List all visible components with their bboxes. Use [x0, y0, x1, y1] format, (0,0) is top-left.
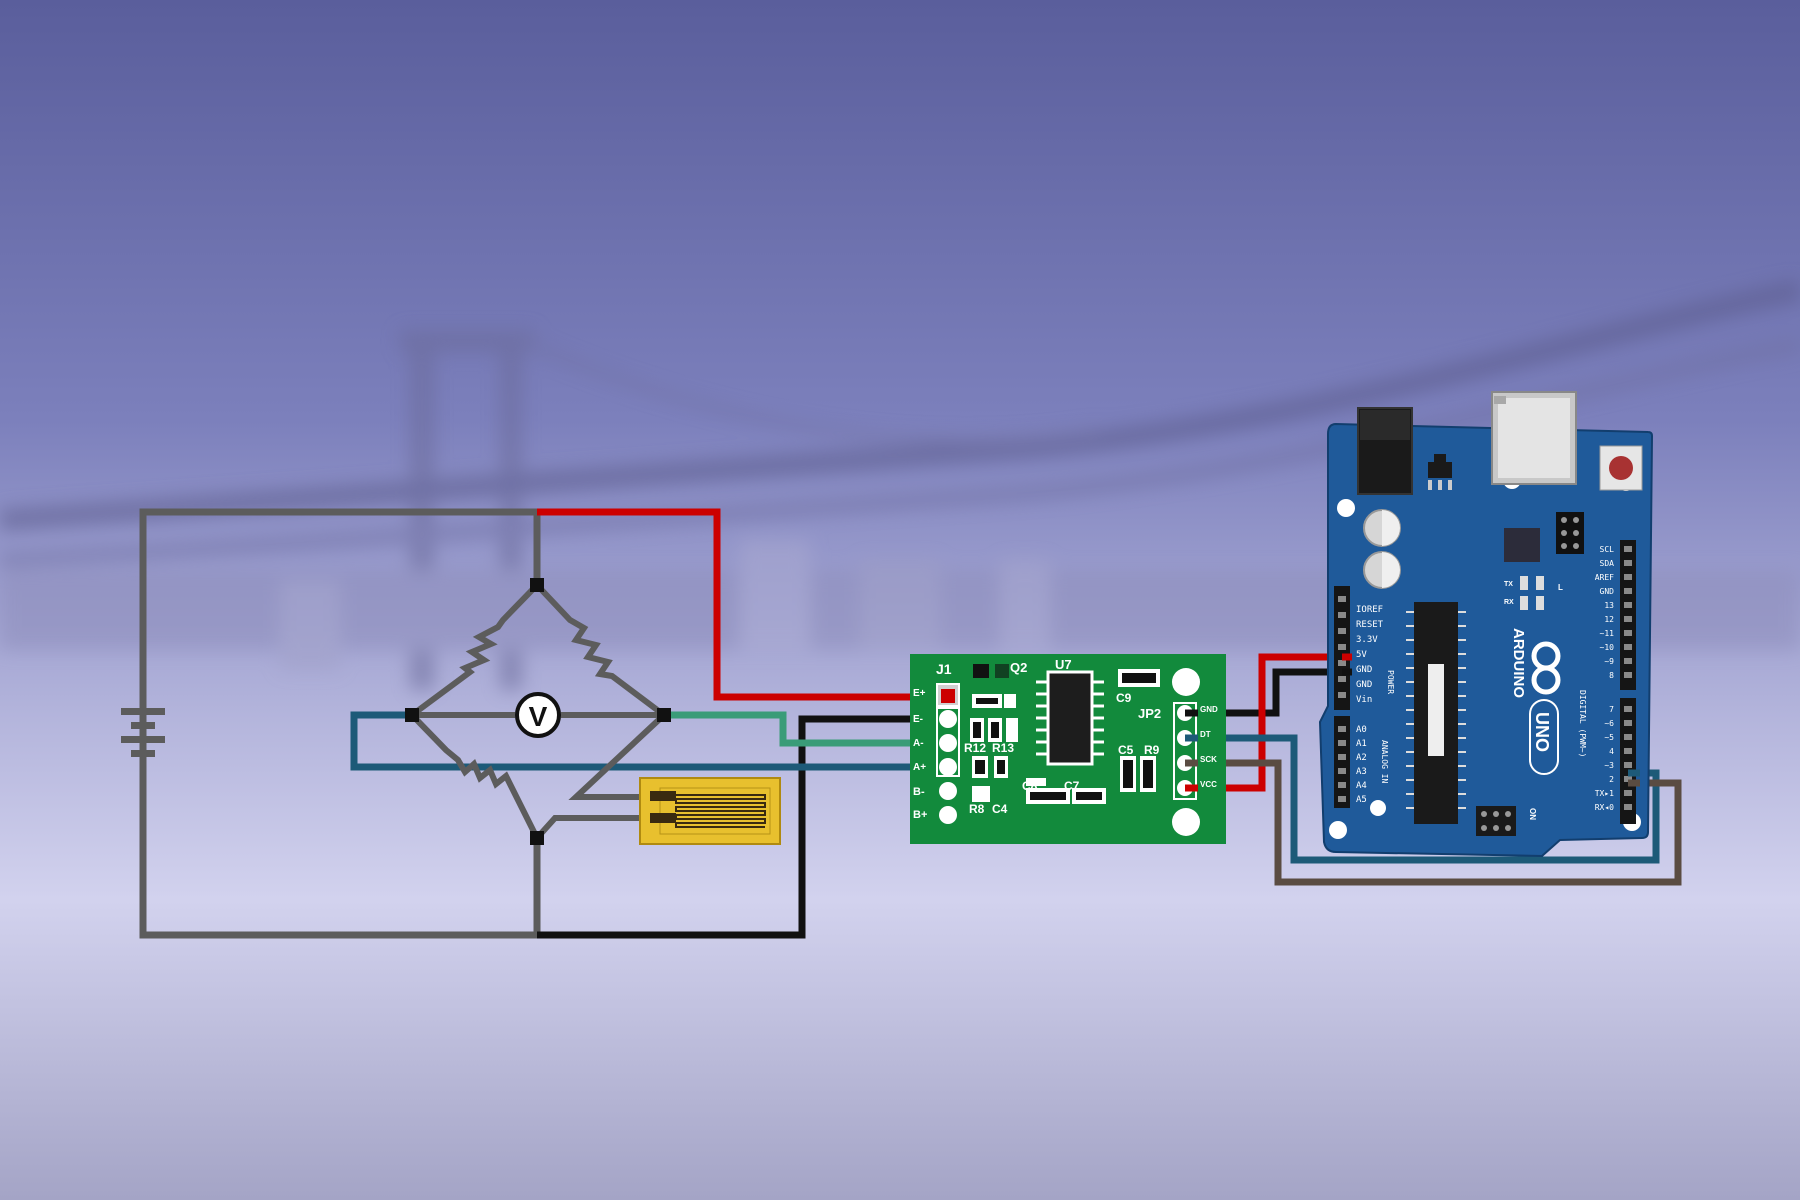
pin-label-tx1: TX▸1 — [1595, 789, 1614, 798]
hx711-c5-label: C5 — [1118, 743, 1134, 757]
analog-pin-labels: A0 A1 A2 A3 A4 A5 — [1356, 725, 1367, 805]
green-signal-wire — [664, 711, 948, 747]
led-l-label: L — [1558, 583, 1563, 592]
bridge-node-right — [657, 708, 671, 722]
pin-label-5: ~5 — [1604, 733, 1614, 742]
hx711-c9-label: C9 — [1116, 691, 1132, 705]
hx711-r12-label: R12 — [964, 741, 986, 755]
hx711-left-header — [936, 683, 960, 824]
pin-label-a4: A4 — [1356, 781, 1367, 791]
pin-label-reset: RESET — [1356, 620, 1384, 630]
hx711-pin-label-e-minus: E- — [913, 714, 923, 725]
pin-label-ioref: IOREF — [1356, 605, 1383, 615]
digital-header-title: DIGITAL (PWM~) — [1578, 690, 1587, 757]
red-excitation-wire — [537, 508, 948, 701]
arduino-logo — [1531, 641, 1561, 695]
strain-gauge — [639, 777, 781, 845]
pin-label-11: ~11 — [1600, 629, 1615, 638]
hx711-r9-label: R9 — [1144, 743, 1160, 757]
pin-label-a0: A0 — [1356, 725, 1367, 735]
uno-badge — [1529, 699, 1559, 775]
black-excitation-wire — [537, 715, 948, 939]
resistor-r3 — [409, 712, 540, 840]
resistor-r2 — [534, 582, 666, 718]
hx711-pin-label-e-plus: E+ — [913, 688, 926, 699]
hx711-chip — [1046, 670, 1094, 766]
resistor-r1 — [410, 582, 540, 718]
pin-label-9: ~9 — [1604, 657, 1614, 666]
pin-label-aref: AREF — [1595, 573, 1614, 582]
pin-label-3v3: 3.3V — [1356, 635, 1378, 645]
hx711-pin-label-a-plus: A+ — [913, 762, 926, 773]
pin-label-a1: A1 — [1356, 739, 1367, 749]
hx711-module: J1 E+ E- A- A+ B- B+ Q2 U7 — [910, 654, 1226, 844]
hx711-pin-label-sck: SCK — [1200, 755, 1217, 764]
led-tx-label: TX — [1504, 581, 1513, 588]
pin-label-13: 13 — [1604, 601, 1614, 610]
arduino-brand-label: ARDUINO — [1510, 628, 1527, 698]
pin-label-scl: SCL — [1600, 545, 1615, 554]
analog-header-title: ANALOG IN — [1380, 740, 1389, 784]
pin-label-a3: A3 — [1356, 767, 1367, 777]
pin-label-7: 7 — [1609, 705, 1614, 714]
battery-symbol — [121, 708, 165, 757]
hx711-jp2-label: JP2 — [1138, 706, 1161, 721]
strain-gauge-lead-a — [568, 712, 667, 800]
blue-signal-wire — [350, 711, 948, 771]
pin-label-4: 4 — [1609, 747, 1614, 756]
hx711-r8-label: R8 — [969, 802, 985, 816]
hx711-pin-label-gnd: GND — [1200, 705, 1218, 714]
on-led-label: ON — [1528, 808, 1537, 820]
pin-label-gnd-1: GND — [1356, 665, 1372, 675]
pin-label-12: 12 — [1604, 615, 1614, 624]
hx711-pin-label-dt: DT — [1200, 730, 1211, 739]
lower-right-pin-labels: 7 ~6 ~5 4 ~3 2 TX▸1 RX◂0 — [1595, 705, 1614, 812]
hx711-q2-label: Q2 — [1010, 660, 1027, 675]
hx711-pin-label-a-minus: A- — [913, 738, 924, 749]
sck-wire-to-arduino — [1198, 759, 1682, 886]
power-header-title: POWER — [1386, 670, 1395, 694]
gnd-wire-to-arduino — [1198, 668, 1352, 717]
uno-label: UNO — [1532, 712, 1552, 752]
hx711-c8-label: C8 — [1022, 779, 1038, 793]
pin-label-vin: Vin — [1356, 695, 1372, 705]
bridge-node-bottom — [530, 831, 544, 845]
hx711-pin-label-b-minus: B- — [913, 786, 925, 798]
hx711-c7-label: C7 — [1064, 779, 1080, 793]
led-rx-label: RX — [1504, 599, 1514, 606]
arduino-uno-board: L TX RX IOREF RESET 3.3V 5V GND GND Vin — [1318, 391, 1654, 858]
hx711-c4-label: C4 — [992, 802, 1008, 816]
bridge-node-left — [405, 708, 419, 722]
atmega-chip-pins — [1406, 611, 1466, 809]
pin-label-gnd-2: GND — [1356, 680, 1372, 690]
hx711-u7-label: U7 — [1055, 657, 1072, 672]
hx711-pin-label-b-plus: B+ — [913, 809, 927, 821]
hx711-pin-label-vcc: VCC — [1200, 780, 1217, 789]
pin-label-rx0: RX◂0 — [1595, 803, 1614, 812]
pin-label-10: ~10 — [1600, 643, 1615, 652]
hx711-r13-label: R13 — [992, 741, 1014, 755]
pin-label-3: ~3 — [1604, 761, 1614, 770]
dt-wire-to-arduino — [1198, 734, 1660, 864]
pin-label-a5: A5 — [1356, 795, 1367, 805]
bridge-node-top — [530, 578, 544, 592]
pin-label-gnd-3: GND — [1600, 587, 1615, 596]
pin-label-2: 2 — [1609, 775, 1614, 784]
pin-label-6: ~6 — [1604, 719, 1614, 728]
pin-label-sda: SDA — [1600, 559, 1615, 568]
pin-label-8: 8 — [1609, 671, 1614, 680]
power-pin-labels: IOREF RESET 3.3V 5V GND GND Vin — [1356, 605, 1384, 705]
pin-label-5v: 5V — [1356, 650, 1367, 660]
wheatstone-bridge — [409, 582, 667, 841]
hx711-j1-label: J1 — [936, 661, 952, 677]
voltmeter-label: V — [529, 701, 548, 732]
pin-label-a2: A2 — [1356, 753, 1367, 763]
top-right-pin-labels: SCL SDA AREF GND 13 12 ~11 ~10 ~9 8 — [1595, 545, 1614, 680]
voltmeter-symbol — [515, 692, 561, 738]
vcc-wire-to-arduino — [1198, 653, 1352, 792]
